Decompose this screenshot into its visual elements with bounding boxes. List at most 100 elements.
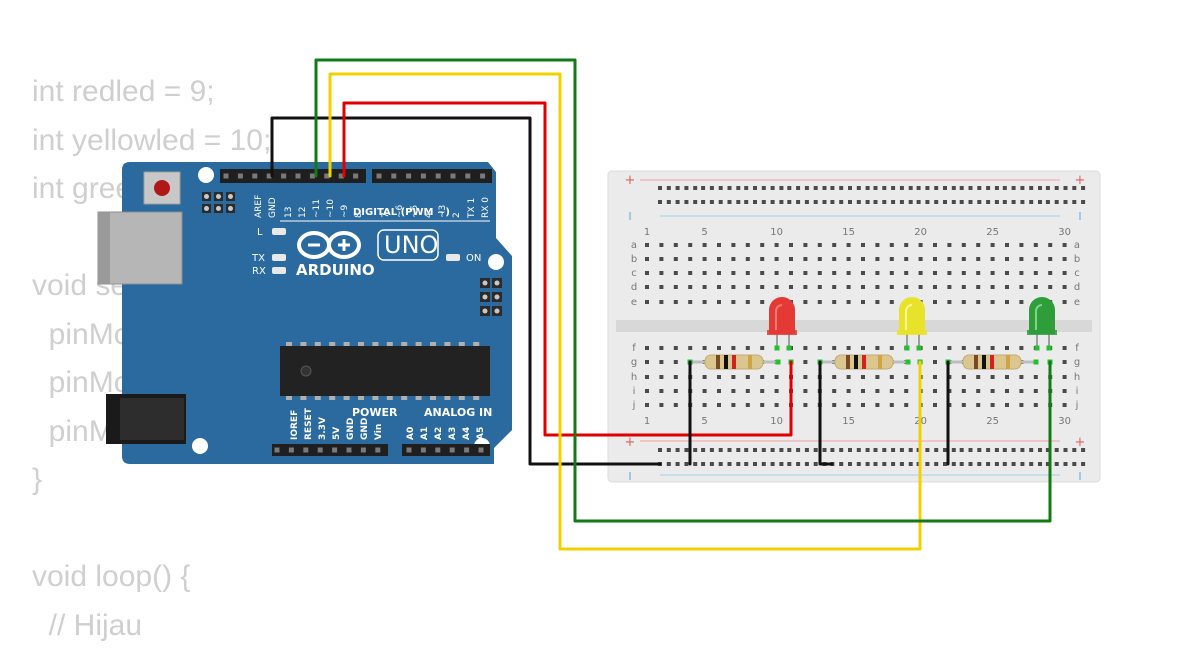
chip-pin: [401, 396, 407, 400]
row-letter: a: [631, 240, 637, 251]
breadboard-hole: [789, 271, 793, 275]
breadboard-hole: [746, 271, 750, 275]
breadboard-hole: [976, 403, 980, 407]
breadboard-hole: [866, 200, 870, 204]
led-rim: [1027, 330, 1057, 335]
connection-dot: [917, 346, 922, 351]
breadboard-hole: [818, 257, 822, 261]
breadboard-hole: [684, 200, 688, 204]
breadboard-hole: [803, 257, 807, 261]
breadboard-hole: [1019, 243, 1023, 247]
breadboard-hole: [775, 271, 779, 275]
breadboard-hole: [830, 200, 834, 204]
chip-pin: [329, 342, 335, 346]
breadboard-hole: [744, 200, 748, 204]
chip-pin: [300, 342, 306, 346]
breadboard-hole: [890, 285, 894, 289]
breadboard-hole: [1063, 389, 1067, 393]
led-yellow-body: [899, 297, 925, 334]
breadboard-hole: [969, 448, 973, 452]
breadboard-hole: [796, 448, 800, 452]
breadboard-hole: [760, 403, 764, 407]
breadboard-hole: [703, 346, 707, 350]
breadboard-hole: [814, 462, 818, 466]
power-pin-label: GND: [346, 418, 356, 440]
breadboard-hole: [1005, 243, 1009, 247]
breadboard-hole: [731, 375, 735, 379]
breadboard-hole: [645, 360, 649, 364]
connection-dot: [905, 346, 910, 351]
breadboard-hole: [847, 389, 851, 393]
chip-pin: [473, 342, 479, 346]
breadboard-hole: [701, 200, 705, 204]
mounting-hole: [198, 167, 214, 183]
column-number: 30: [1058, 416, 1071, 427]
breadboard-hole: [882, 462, 886, 466]
breadboard-hole: [676, 200, 680, 204]
breadboard-hole: [830, 448, 834, 452]
breadboard-hole: [1019, 285, 1023, 289]
power-pin-label: 5V: [332, 427, 342, 440]
breadboard-hole: [818, 346, 822, 350]
breadboard-hole: [796, 200, 800, 204]
breadboard-hole: [1034, 389, 1038, 393]
breadboard-hole: [1019, 271, 1023, 275]
breadboard-hole: [645, 389, 649, 393]
breadboard-hole: [875, 389, 879, 393]
row-letter: g: [631, 357, 637, 368]
breadboard-hole: [803, 300, 807, 304]
breadboard-hole: [789, 285, 793, 289]
resistor-band: [854, 355, 858, 369]
breadboard-hole: [688, 300, 692, 304]
breadboard-hole: [848, 186, 852, 190]
breadboard-hole: [717, 300, 721, 304]
power-jack-inner: [120, 398, 184, 440]
breadboard-hole: [746, 346, 750, 350]
header-pin: [296, 174, 301, 179]
breadboard-hole: [933, 375, 937, 379]
breadboard-hole: [1038, 462, 1042, 466]
breadboard-hole: [659, 360, 663, 364]
breadboard-hole: [717, 403, 721, 407]
breadboard-hole: [1063, 285, 1067, 289]
column-number: 10: [770, 416, 783, 427]
breadboard-hole: [710, 200, 714, 204]
breadboard-hole: [900, 186, 904, 190]
breadboard-hole: [693, 462, 697, 466]
chip-pin: [416, 342, 422, 346]
breadboard-hole: [823, 200, 827, 204]
breadboard-hole: [818, 243, 822, 247]
chip-pin: [387, 342, 393, 346]
breadboard-hole: [832, 389, 836, 393]
breadboard-hole: [830, 186, 834, 190]
breadboard-hole: [746, 375, 750, 379]
breadboard-hole: [962, 403, 966, 407]
icsp-pin-center: [216, 194, 221, 199]
column-number: 25: [986, 227, 999, 238]
breadboard-hole: [925, 186, 929, 190]
breadboard-hole: [933, 271, 937, 275]
breadboard-hole: [891, 462, 895, 466]
breadboard-hole: [744, 462, 748, 466]
header-pin: [347, 448, 352, 453]
breadboard-hole: [832, 346, 836, 350]
header-pin: [289, 448, 294, 453]
breadboard-hole: [947, 300, 951, 304]
led-rim: [767, 330, 797, 335]
breadboard-hole: [890, 346, 894, 350]
breadboard-hole: [796, 462, 800, 466]
breadboard-hole: [952, 186, 956, 190]
breadboard-hole: [904, 389, 908, 393]
breadboard-hole: [688, 285, 692, 289]
breadboard-hole: [731, 271, 735, 275]
breadboard-hole: [1038, 186, 1042, 190]
connection-dot: [1034, 360, 1039, 365]
header-pin: [435, 448, 440, 453]
breadboard-hole: [947, 243, 951, 247]
breadboard-hole: [1003, 186, 1007, 190]
row-letter: g: [1074, 357, 1080, 368]
column-number: 10: [770, 227, 783, 238]
breadboard-hole: [839, 448, 843, 452]
connection-dot: [1035, 346, 1040, 351]
